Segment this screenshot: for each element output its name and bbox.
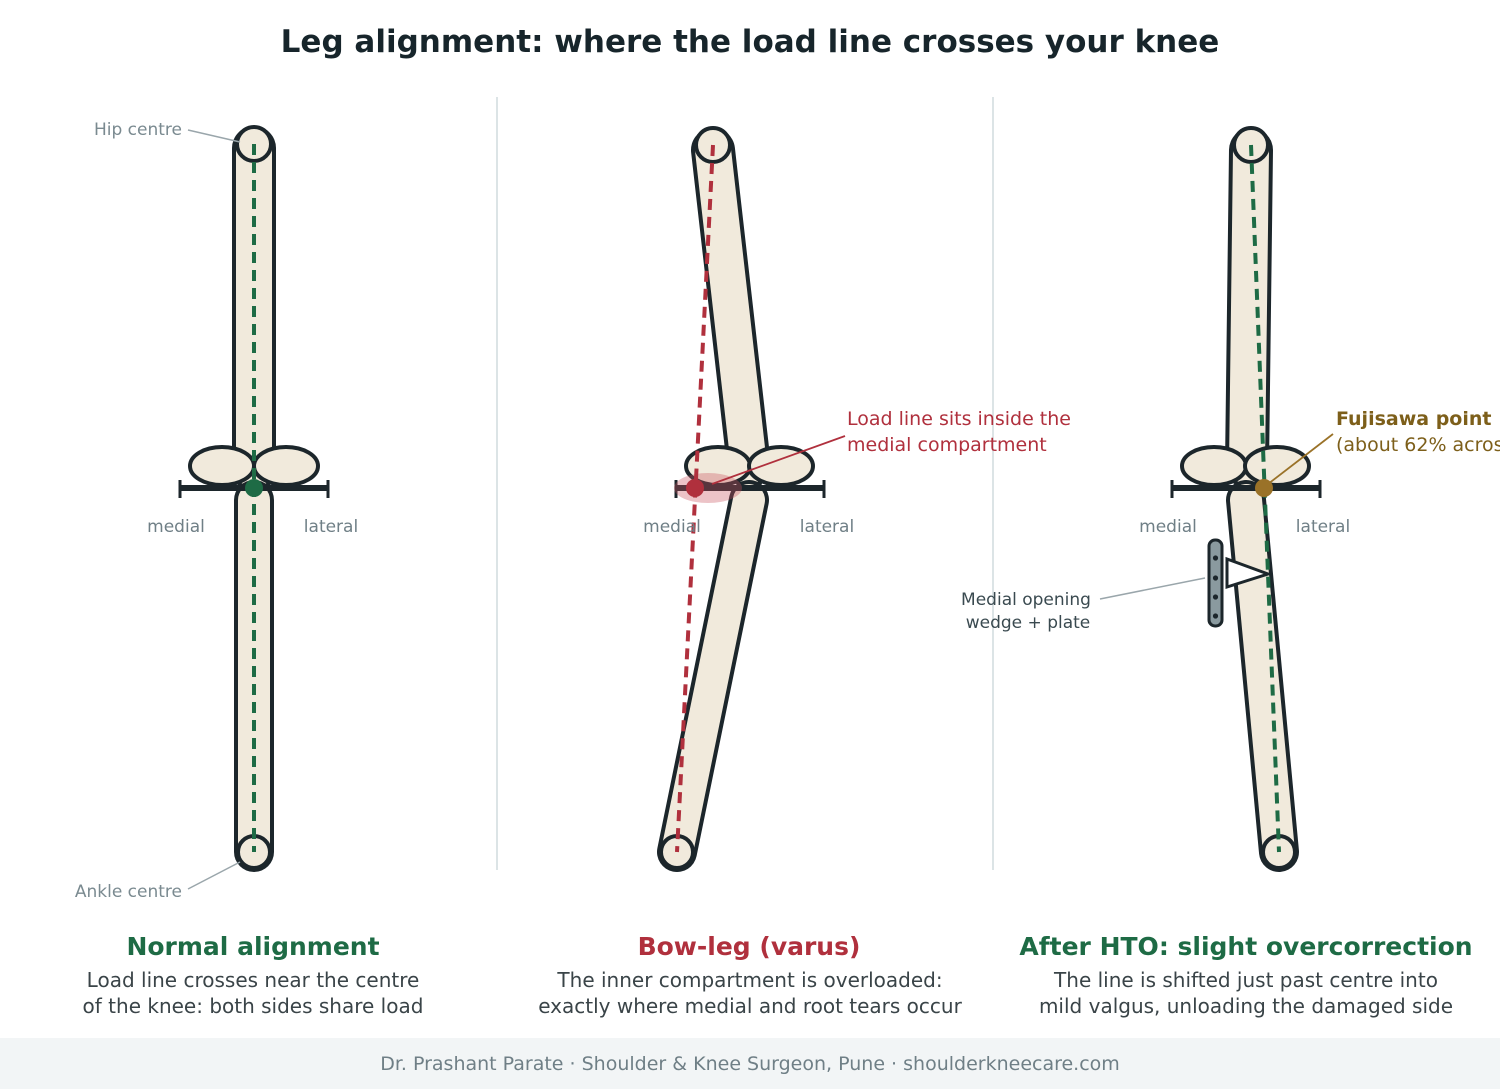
medial-label: medial [1139, 517, 1197, 537]
medial-label: medial [147, 517, 205, 537]
wedge-note-line1: Medial opening [961, 590, 1091, 610]
panel-heading-normal: Normal alignment [126, 932, 379, 961]
panel-desc-normal-line2: of the knee: both sides share load [83, 994, 424, 1018]
panel-desc-varus-line1: The inner compartment is overloaded: [556, 968, 942, 992]
medial-load-note-line1: Load line sits inside the [847, 408, 1071, 430]
medial-load-leader [711, 435, 846, 485]
load-line-crossing-point [245, 479, 263, 497]
medial-condyle [1180, 445, 1248, 487]
medial-load-note-line2: medial compartment [847, 434, 1047, 456]
fujisawa-leader [1267, 433, 1334, 485]
wedge-note-line2: wedge + plate [966, 613, 1091, 633]
panel-desc-normal-line1: Load line crosses near the centre [87, 968, 420, 992]
load-line [675, 144, 715, 853]
fixation-plate [1207, 538, 1224, 628]
lateral-label: lateral [304, 517, 358, 537]
panel-heading-after-hto: After HTO: slight overcorrection [1019, 932, 1472, 961]
panel-desc-after-hto-line2: mild valgus, unloading the damaged side [1039, 994, 1453, 1018]
footer-credit: Dr. Prashant Parate · Shoulder & Knee Su… [380, 1053, 1120, 1075]
lateral-condyle [252, 445, 320, 487]
panel-desc-varus-line2: exactly where medial and root tears occu… [538, 994, 962, 1018]
opening-wedge [1225, 556, 1273, 590]
wedge-leader [1099, 577, 1206, 600]
fujisawa-point-sub: (about 62% across) [1336, 434, 1500, 456]
lateral-label: lateral [1296, 517, 1350, 537]
footer-band [0, 1038, 1500, 1089]
lateral-condyle [1243, 445, 1311, 487]
diagram-title: Leg alignment: where the load line cross… [281, 24, 1220, 60]
lateral-condyle [747, 445, 815, 487]
load-line [1249, 144, 1281, 853]
medial-condyle [188, 445, 256, 487]
medial-label: medial [643, 517, 701, 537]
hip-centre-label: Hip centre [94, 120, 182, 140]
panel-after-hto: medial lateral Fujisawa point (about 62%… [961, 126, 1500, 872]
load-line-crossing-point [686, 479, 704, 497]
panel-desc-after-hto-line1: The line is shifted just past centre int… [1053, 968, 1438, 992]
panel-heading-varus: Bow-leg (varus) [638, 932, 861, 961]
ankle-centre-label: Ankle centre [75, 882, 182, 902]
ankle-leader [187, 861, 241, 890]
lateral-label: lateral [800, 517, 854, 537]
panel-varus: medial lateral Load line sits inside the… [643, 126, 1071, 872]
panel-normal: medial lateral Hip centre Ankle centre [75, 120, 358, 902]
hip-leader [187, 129, 241, 143]
fujisawa-point-label: Fujisawa point [1336, 408, 1491, 430]
